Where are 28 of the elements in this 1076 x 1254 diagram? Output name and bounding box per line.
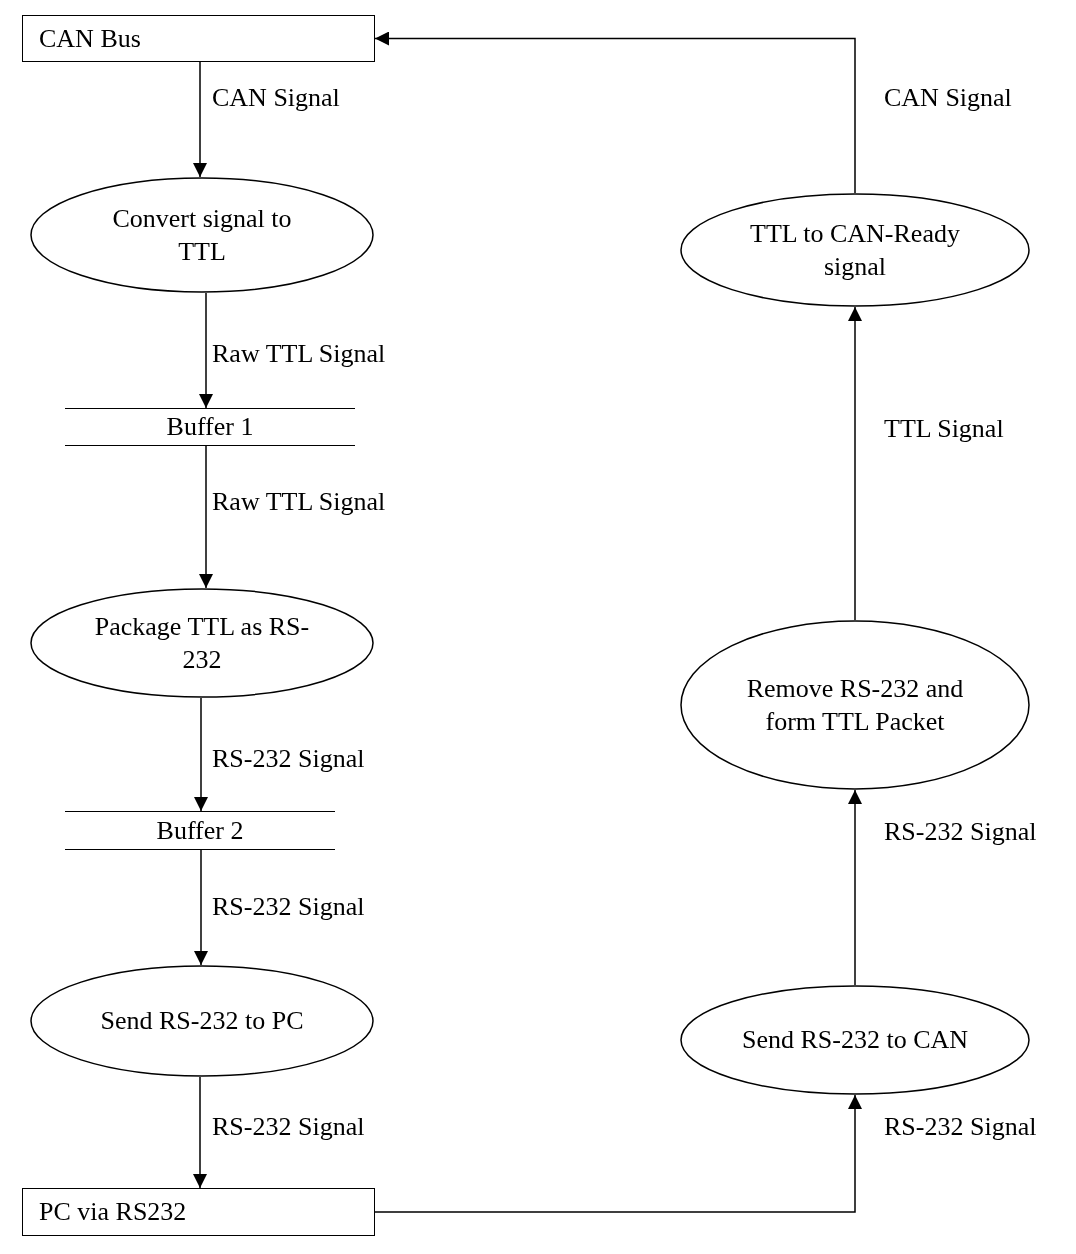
arrow [374,31,856,194]
arrow [374,1094,862,1213]
arrow [194,849,208,966]
process-ellipse [30,177,374,293]
process-ellipse [680,620,1030,790]
arrow [194,697,208,812]
node-label: Buffer 1 [166,411,254,444]
arrow [193,61,207,178]
arrow [199,292,213,409]
arrow [848,789,862,986]
arrow [848,306,862,621]
node-label: Package TTL as RS-232 [93,611,311,676]
node-label: Buffer 2 [156,815,244,847]
process-box [22,15,375,62]
node-label: Remove RS-232 and form TTL Packet [745,673,965,738]
process-ellipse [680,193,1030,307]
node-label: Convert signal to TTL [111,203,293,268]
node-label: TTL to CAN-Ready signal [749,218,961,283]
process-ellipse [680,985,1030,1095]
process-box [22,1188,375,1236]
node-label: CAN Bus [39,23,141,55]
arrow [199,445,213,589]
arrow [193,1076,207,1189]
process-ellipse [30,965,374,1077]
node-label: Send RS-232 to CAN [741,1024,969,1057]
node-label: Send RS-232 to PC [100,1005,304,1038]
node-label: PC via RS232 [39,1196,187,1229]
process-ellipse [30,588,374,698]
